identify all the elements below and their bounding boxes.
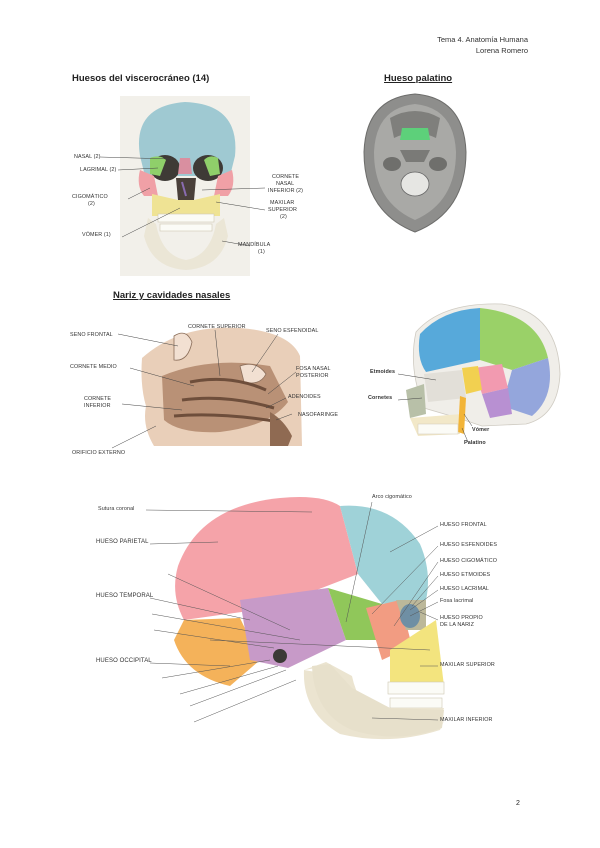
page-header: Tema 4. Anatomía Humana Lorena Romero [437, 34, 528, 56]
label-vomer-sagittal: Vómer [472, 427, 490, 433]
label-hueso-occipital: HUESO OCCIPITAL [96, 658, 152, 664]
nariz-title: Nariz y cavidades nasales [113, 290, 231, 301]
figure-frontal-skull: NASAL (2) LAGRIMAL (2) CIGOMÁTICO (2) VÓ… [70, 96, 303, 276]
viscero-title: Huesos del viscerocráneo (14) [72, 73, 210, 84]
label-hueso-frontal: HUESO FRONTAL [440, 522, 487, 528]
palatino-title: Hueso palatino [384, 73, 453, 84]
skull-base-illustration [363, 93, 467, 233]
page-number: 2 [516, 800, 520, 807]
label-maxilar-2: SUPERIOR [268, 207, 297, 213]
label-maxilar-inferior: MAXILAR INFERIOR [440, 717, 493, 723]
nasal-cavity-illustration [111, 327, 302, 449]
label-nasofaringe: NASOFARINGE [298, 412, 339, 418]
label-hueso-temporal: HUESO TEMPORAL [96, 593, 154, 599]
label-hueso-parietal: HUESO PARIETAL [96, 539, 149, 545]
label-cornete-superior: CORNETE SUPERIOR [188, 324, 246, 330]
label-cornete-2: NASAL [276, 181, 295, 187]
label-lagrimal: LAGRIMAL (2) [80, 167, 117, 173]
figure-sagittal-skull: Etmoides Cornetes Vómer Palatino [362, 298, 572, 452]
label-orificio-externo: ORIFICIO EXTERNO [72, 450, 126, 456]
frontal-skull-illustration [99, 96, 266, 276]
label-palatino: Palatino [464, 440, 486, 446]
label-seno-esfenoidal: SENO ESFENOIDAL [266, 328, 319, 334]
label-mandibula-1: MANDÍBULA [238, 242, 271, 248]
sagittal-skull-illustration [397, 303, 561, 443]
label-hueso-propio-2: DE LA NARIZ [440, 622, 475, 628]
header-author: Lorena Romero [475, 46, 528, 55]
label-cornete-inferior-2: INFERIOR [84, 403, 111, 409]
label-hueso-esfenoides: HUESO ESFENOIDES [440, 542, 498, 548]
label-fosa-nasal: FOSA NASAL [296, 366, 331, 372]
label-fosa-lacrimal: Fosa lacrimal [440, 598, 474, 604]
label-hueso-cigomatico: HUESO CIGOMÁTICO [440, 558, 498, 564]
label-fosa-posterior: POSTERIOR [296, 373, 329, 379]
figure-nasal-cavity: CORNETE SUPERIOR SENO FRONTAL SENO ESFEN… [70, 316, 380, 464]
label-cornetes: Cornetes [368, 395, 393, 401]
label-hueso-etmoides: HUESO ETMOIDES [440, 572, 491, 578]
label-hueso-lacrimal: HUESO LACRIMAL [440, 586, 490, 592]
label-maxilar-3: (2) [280, 214, 287, 220]
label-cigomatico-count: (2) [88, 201, 95, 207]
label-seno-frontal: SENO FRONTAL [70, 332, 113, 338]
label-etmoides: Etmoides [370, 369, 396, 375]
label-nasal: NASAL (2) [74, 154, 101, 160]
label-cigomatico: CIGOMÁTICO [72, 194, 108, 200]
label-cornete-inferior-1: CORNETE [84, 396, 112, 402]
label-arco-cigomatico: Arco cigomático [372, 494, 412, 500]
lateral-skull-illustration [145, 497, 446, 740]
label-hueso-propio-1: HUESO PROPIO [440, 615, 483, 621]
label-cornete-medio: CORNETE MEDIO [70, 364, 117, 370]
label-maxilar-1: MAXILAR [270, 200, 295, 206]
label-maxilar-superior: MAXILAR SUPERIOR [440, 662, 495, 668]
label-sutura-coronal: Sutura coronal [98, 506, 135, 512]
label-cornete-1: CORNETE [272, 174, 300, 180]
header-course: Tema 4. Anatomía Humana [437, 35, 528, 44]
label-mandibula-2: (1) [258, 249, 265, 255]
label-vomer: VÓMER (1) [82, 232, 111, 238]
figure-skull-base [360, 92, 470, 234]
label-adenoides: ADENOIDES [288, 394, 321, 400]
label-cornete-3: INFERIOR (2) [268, 188, 304, 194]
figure-lateral-skull: Sutura coronal Arco cigomático HUESO PAR… [90, 490, 530, 752]
